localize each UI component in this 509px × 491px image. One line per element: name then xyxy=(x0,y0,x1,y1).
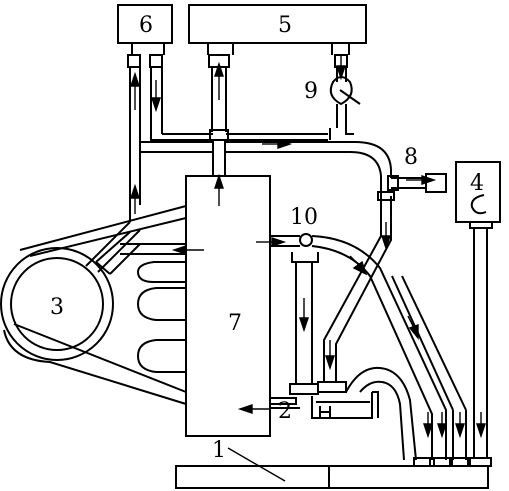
tank-4 xyxy=(455,161,501,467)
label-6: 6 xyxy=(139,13,153,38)
thermostat-10 xyxy=(270,233,469,467)
arrow-down-icon xyxy=(352,260,368,276)
arrow-down-icon xyxy=(336,65,346,81)
pipe-to-tank-4 xyxy=(387,173,447,193)
base-plate xyxy=(175,447,489,489)
label-4: 4 xyxy=(470,171,484,196)
arrow-right-icon xyxy=(271,237,287,247)
engine-block-7 xyxy=(185,175,271,437)
horizontal-header-pipes xyxy=(140,128,392,196)
arrow-down-icon xyxy=(151,97,161,113)
valve-9 xyxy=(329,54,361,140)
arrow-down-icon xyxy=(408,323,419,340)
arrow-left-icon xyxy=(171,245,187,255)
engine-fins xyxy=(136,261,186,373)
component-labels: 1 2 3 4 5 6 7 8 9 10 xyxy=(50,13,484,463)
label-1: 1 xyxy=(212,438,226,463)
arrow-up-icon xyxy=(130,183,140,199)
arrow-down-icon xyxy=(455,423,465,439)
label-2: 2 xyxy=(278,399,292,424)
label-10: 10 xyxy=(290,205,318,230)
arrow-down-icon xyxy=(437,423,447,439)
arrow-right-icon xyxy=(277,139,293,149)
label-5: 5 xyxy=(278,13,292,38)
pump-2 xyxy=(270,366,435,467)
label-3: 3 xyxy=(50,295,64,320)
arrow-up-icon xyxy=(130,71,140,87)
arrow-down-icon xyxy=(476,423,486,439)
arrow-down-icon xyxy=(325,355,335,371)
arrow-up-icon xyxy=(214,61,224,77)
label-8: 8 xyxy=(404,145,418,170)
tank-5 xyxy=(188,4,367,55)
pump-3 xyxy=(0,205,187,405)
label-9: 9 xyxy=(304,79,318,104)
arrow-down-icon xyxy=(423,423,433,439)
arrow-down-icon xyxy=(299,317,309,333)
pipes-tank-6 xyxy=(127,54,163,222)
tank-6 xyxy=(117,4,173,55)
bypass-pipe xyxy=(289,252,319,395)
flow-arrows xyxy=(130,56,486,439)
arrow-right-icon xyxy=(421,175,437,185)
label-7: 7 xyxy=(228,311,242,336)
arrow-down-icon xyxy=(381,235,391,251)
